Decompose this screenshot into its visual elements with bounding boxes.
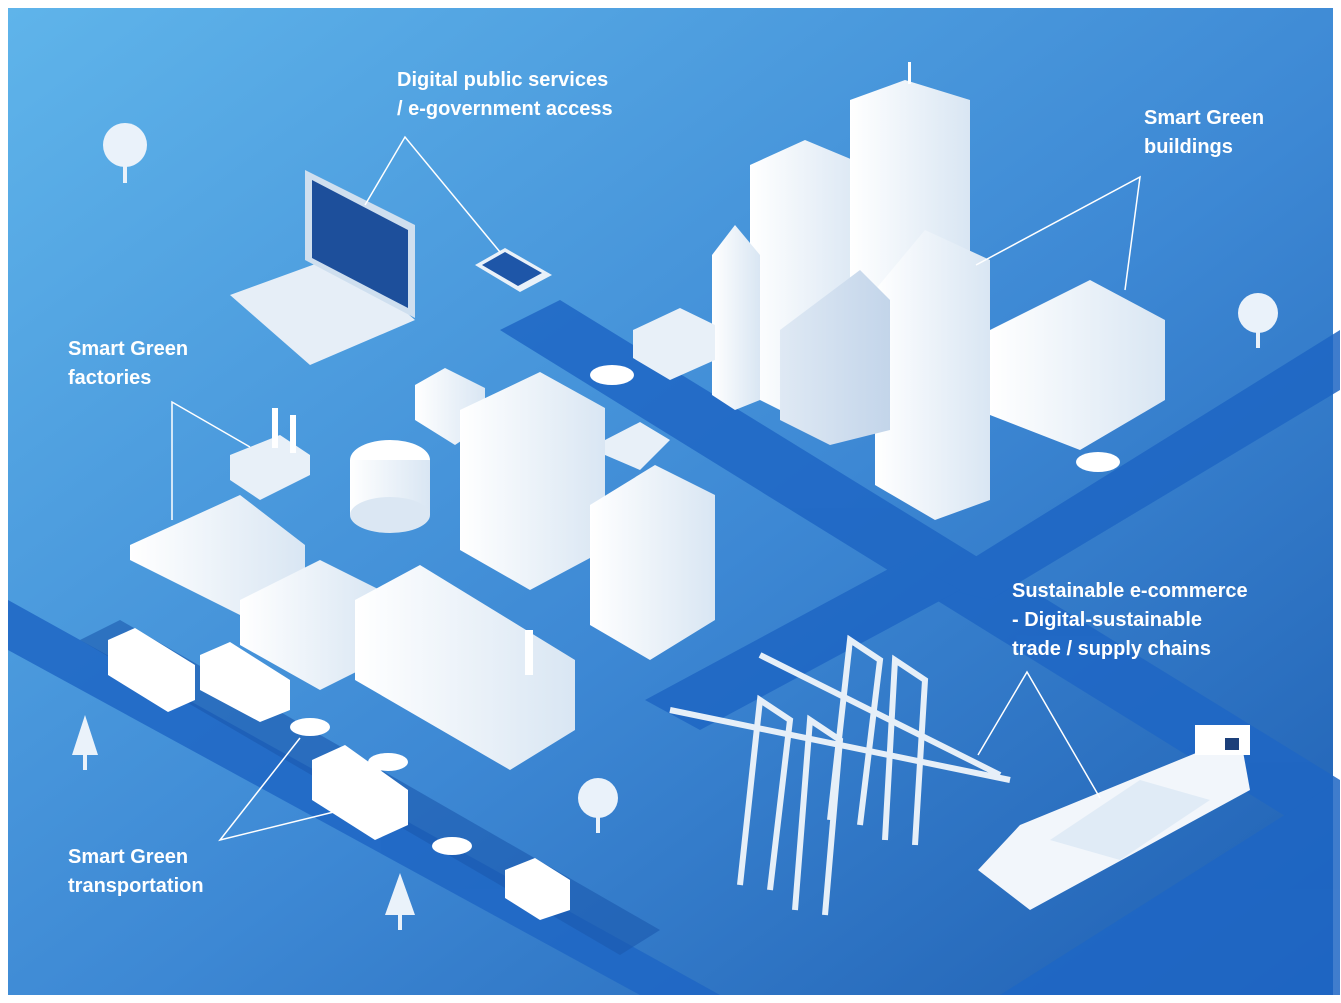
label-transportation: Smart Green transportation — [68, 843, 204, 901]
label-transportation-line1: Smart Green — [68, 846, 189, 868]
callout-lines — [171, 135, 1141, 842]
label-ecommerce-line2: - Digital-sustainable — [1012, 609, 1203, 631]
factory-buildings — [130, 408, 575, 770]
middle-buildings — [415, 368, 715, 660]
tablet-illustration — [475, 248, 552, 292]
label-digital-services-line1: Digital public services — [397, 69, 609, 91]
port-cranes — [669, 634, 1011, 916]
label-factories-line1: Smart Green — [68, 338, 189, 360]
label-ecommerce: Sustainable e-commerce - Digital-sustain… — [1012, 577, 1248, 664]
label-transportation-line2: transportation — [68, 875, 204, 897]
trees — [72, 123, 1278, 930]
label-factories-line2: factories — [68, 367, 152, 389]
label-digital-services-line2: / e-government access — [397, 98, 613, 120]
label-factories: Smart Green factories — [68, 335, 188, 393]
label-buildings: Smart Green buildings — [1144, 104, 1264, 162]
laptop-illustration — [230, 170, 415, 365]
right-buildings — [633, 62, 1165, 520]
cargo-ship — [978, 725, 1250, 910]
label-buildings-line2: buildings — [1144, 136, 1233, 158]
label-digital-services: Digital public services / e-government a… — [397, 66, 613, 124]
label-ecommerce-line1: Sustainable e-commerce — [1012, 580, 1248, 602]
label-buildings-line1: Smart Green — [1144, 107, 1265, 129]
label-ecommerce-line3: trade / supply chains — [1012, 638, 1211, 660]
vehicles — [108, 365, 1120, 920]
